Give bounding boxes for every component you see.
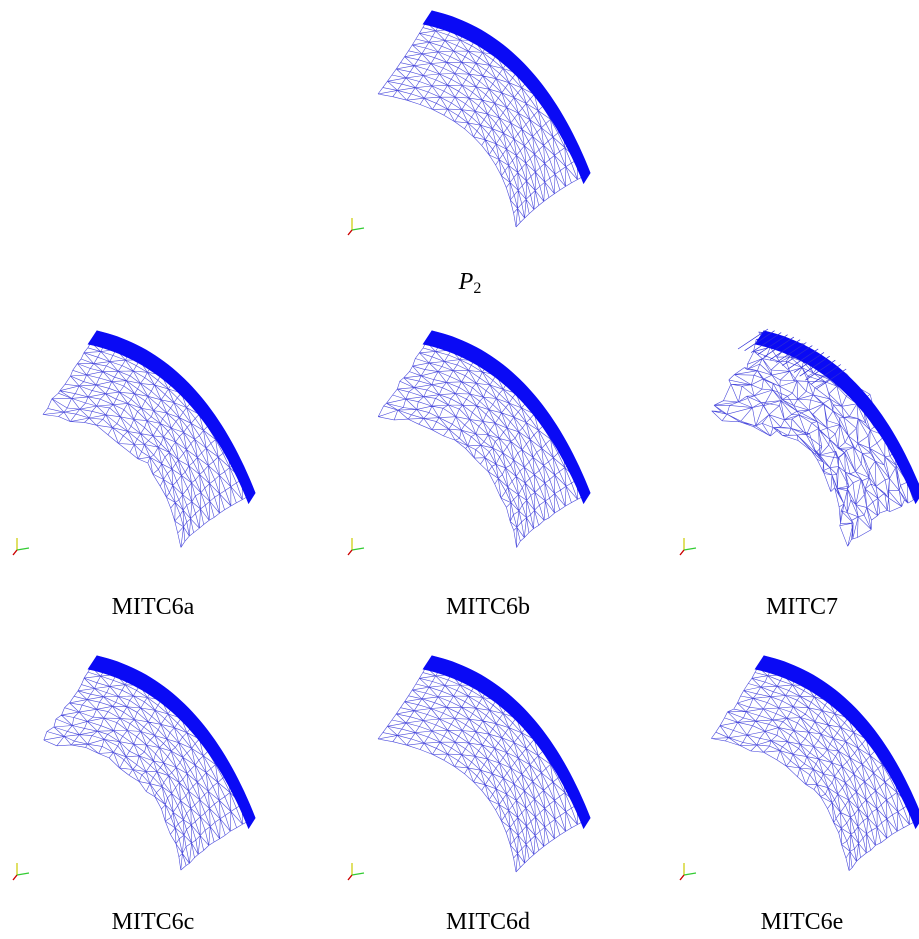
axis-triad-icon [12, 863, 30, 881]
axis-x-line [351, 872, 365, 876]
edge-band [87, 330, 256, 505]
distorted-edge-lines [737, 328, 847, 390]
panel-mitc6b [340, 325, 600, 565]
axis-x-line [351, 227, 365, 231]
mesh-mitc6c [12, 655, 256, 881]
caption-mitc6c: MITC6c [111, 909, 195, 935]
panel-mitc6a [5, 325, 265, 565]
axis-triad-icon [12, 538, 30, 556]
mesh-mitc6b [347, 330, 591, 556]
axis-x-line [16, 547, 30, 551]
caption-p2: P2 [458, 269, 482, 297]
panel-mitc6e [672, 650, 919, 890]
axis-z-line [12, 549, 18, 556]
edge-band [422, 655, 591, 830]
mesh-mitc6a [12, 330, 256, 556]
mesh-p2 [347, 10, 591, 236]
mesh-mitc7 [679, 328, 919, 556]
edge-band [422, 330, 591, 505]
panel-mitc6d [340, 650, 600, 890]
caption-mitc6a: MITC6a [111, 594, 195, 620]
panel-p2 [340, 5, 600, 245]
axis-z-line [347, 229, 353, 236]
mesh-mitc6d [347, 655, 591, 881]
caption-mitc6d: MITC6d [446, 909, 530, 935]
axis-x-line [16, 872, 30, 876]
axis-z-line [12, 874, 18, 881]
edge-band [754, 330, 919, 505]
axis-x-line [683, 872, 697, 876]
axis-triad-icon [347, 863, 365, 881]
edge-band [422, 10, 591, 185]
panel-mitc6c [5, 650, 265, 890]
axis-triad-icon [347, 538, 365, 556]
axis-z-line [679, 549, 685, 556]
axis-z-line [679, 874, 685, 881]
axis-triad-icon [679, 538, 697, 556]
axis-x-line [351, 547, 365, 551]
axis-triad-icon [679, 863, 697, 881]
caption-mitc6e: MITC6e [760, 909, 844, 935]
axis-triad-icon [347, 218, 365, 236]
caption-mitc6b: MITC6b [446, 594, 530, 620]
edge-band [87, 655, 256, 830]
edge-band [754, 655, 919, 830]
axis-z-line [347, 874, 353, 881]
axis-x-line [683, 547, 697, 551]
mesh-mitc6e [679, 655, 919, 881]
axis-z-line [347, 549, 353, 556]
panel-mitc7 [672, 325, 919, 565]
caption-mitc7: MITC7 [766, 594, 838, 620]
